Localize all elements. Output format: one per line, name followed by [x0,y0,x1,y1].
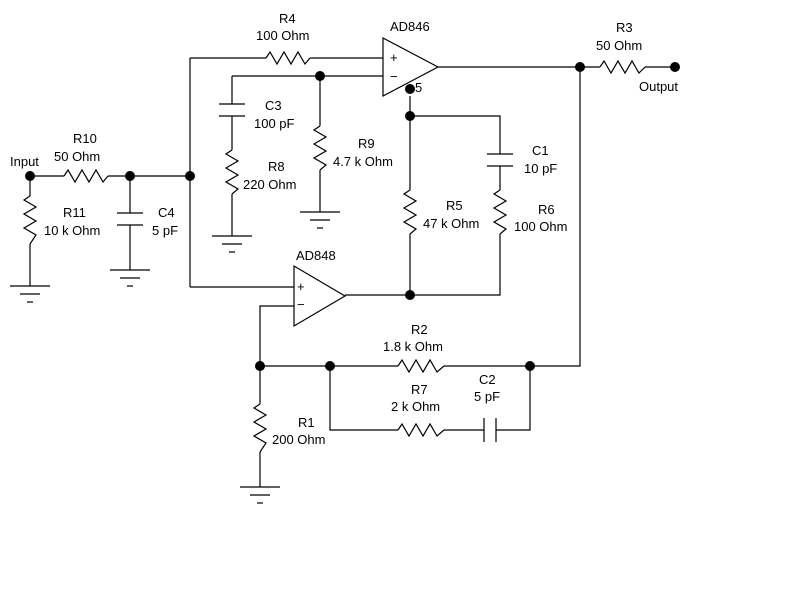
output-terminal [670,62,680,72]
c2-value: 5 pF [474,389,500,404]
opamp-ad846-symbol [382,37,440,97]
opamp-lower-minus: − [297,297,305,312]
r10-value: 50 Ohm [54,149,100,164]
opamp-upper-pin-number: 5 [415,80,422,95]
junction-dot [575,62,585,72]
wires [29,57,675,487]
opamp-ad848-symbol [293,264,347,328]
resistor-r4-symbol [265,50,311,66]
junction-dot [125,171,135,181]
output-port-label: Output [639,79,678,94]
junction-dot [255,361,265,371]
capacitor-c3-symbol [219,103,245,117]
junction-dot [25,171,35,181]
resistor-r9-symbol [312,125,328,171]
resistor-r1-symbol [252,403,268,453]
r1-value: 200 Ohm [272,432,325,447]
c1-value: 10 pF [524,161,557,176]
r7-name: R7 [411,382,428,397]
resistor-r8-symbol [224,149,240,195]
r2-value: 1.8 k Ohm [383,339,443,354]
resistor-r5-symbol [402,189,418,235]
junction-dot [315,71,325,81]
resistor-r10-symbol [63,168,109,184]
opamp-upper-label: AD846 [390,19,430,34]
r11-value: 10 k Ohm [44,223,100,238]
junction-dot [405,111,415,121]
capacitor-c2-symbol [483,418,497,442]
ground-icon [110,269,150,287]
junctions [25,62,680,371]
opamp-upper-plus: + [390,50,398,65]
r8-value: 220 Ohm [243,177,296,192]
resistor-r6-symbol [492,189,508,235]
c1-name: C1 [532,143,549,158]
r4-name: R4 [279,11,296,26]
r3-value: 50 Ohm [596,38,642,53]
resistor-r11-symbol [22,195,38,245]
c4-value: 5 pF [152,223,178,238]
capacitor-c4-symbol [117,212,143,226]
opamp-lower-plus: + [297,279,305,294]
ground-icon [10,285,50,303]
r2-name: R2 [411,322,428,337]
r3-name: R3 [616,20,633,35]
opamp-lower-label: AD848 [296,248,336,263]
ground-icon [240,486,280,504]
c2-name: C2 [479,372,496,387]
r9-value: 4.7 k Ohm [333,154,393,169]
ground-icon [212,235,252,253]
r5-value: 47 k Ohm [423,216,479,231]
junction-dot [405,84,415,94]
r8-name: R8 [268,159,285,174]
c3-name: C3 [265,98,282,113]
junction-dot [325,361,335,371]
r9-name: R9 [358,136,375,151]
capacitor-c1-symbol [487,153,513,167]
c4-name: C4 [158,205,175,220]
r6-name: R6 [538,202,555,217]
resistor-r2-symbol [397,358,445,374]
r4-value: 100 Ohm [256,28,309,43]
opamp-upper-minus: − [390,69,398,84]
junction-dot [185,171,195,181]
r1-name: R1 [298,415,315,430]
resistor-r3-symbol [599,59,646,75]
resistor-r7-symbol [397,422,445,438]
r11-name: R11 [63,205,86,220]
c3-value: 100 pF [254,116,295,131]
ground-icon [300,211,340,229]
r6-value: 100 Ohm [514,219,567,234]
r5-name: R5 [446,198,463,213]
junction-dot [405,290,415,300]
input-port-label: Input [10,154,39,169]
r10-name: R10 [73,131,97,146]
r7-value: 2 k Ohm [391,399,440,414]
junction-dot [525,361,535,371]
